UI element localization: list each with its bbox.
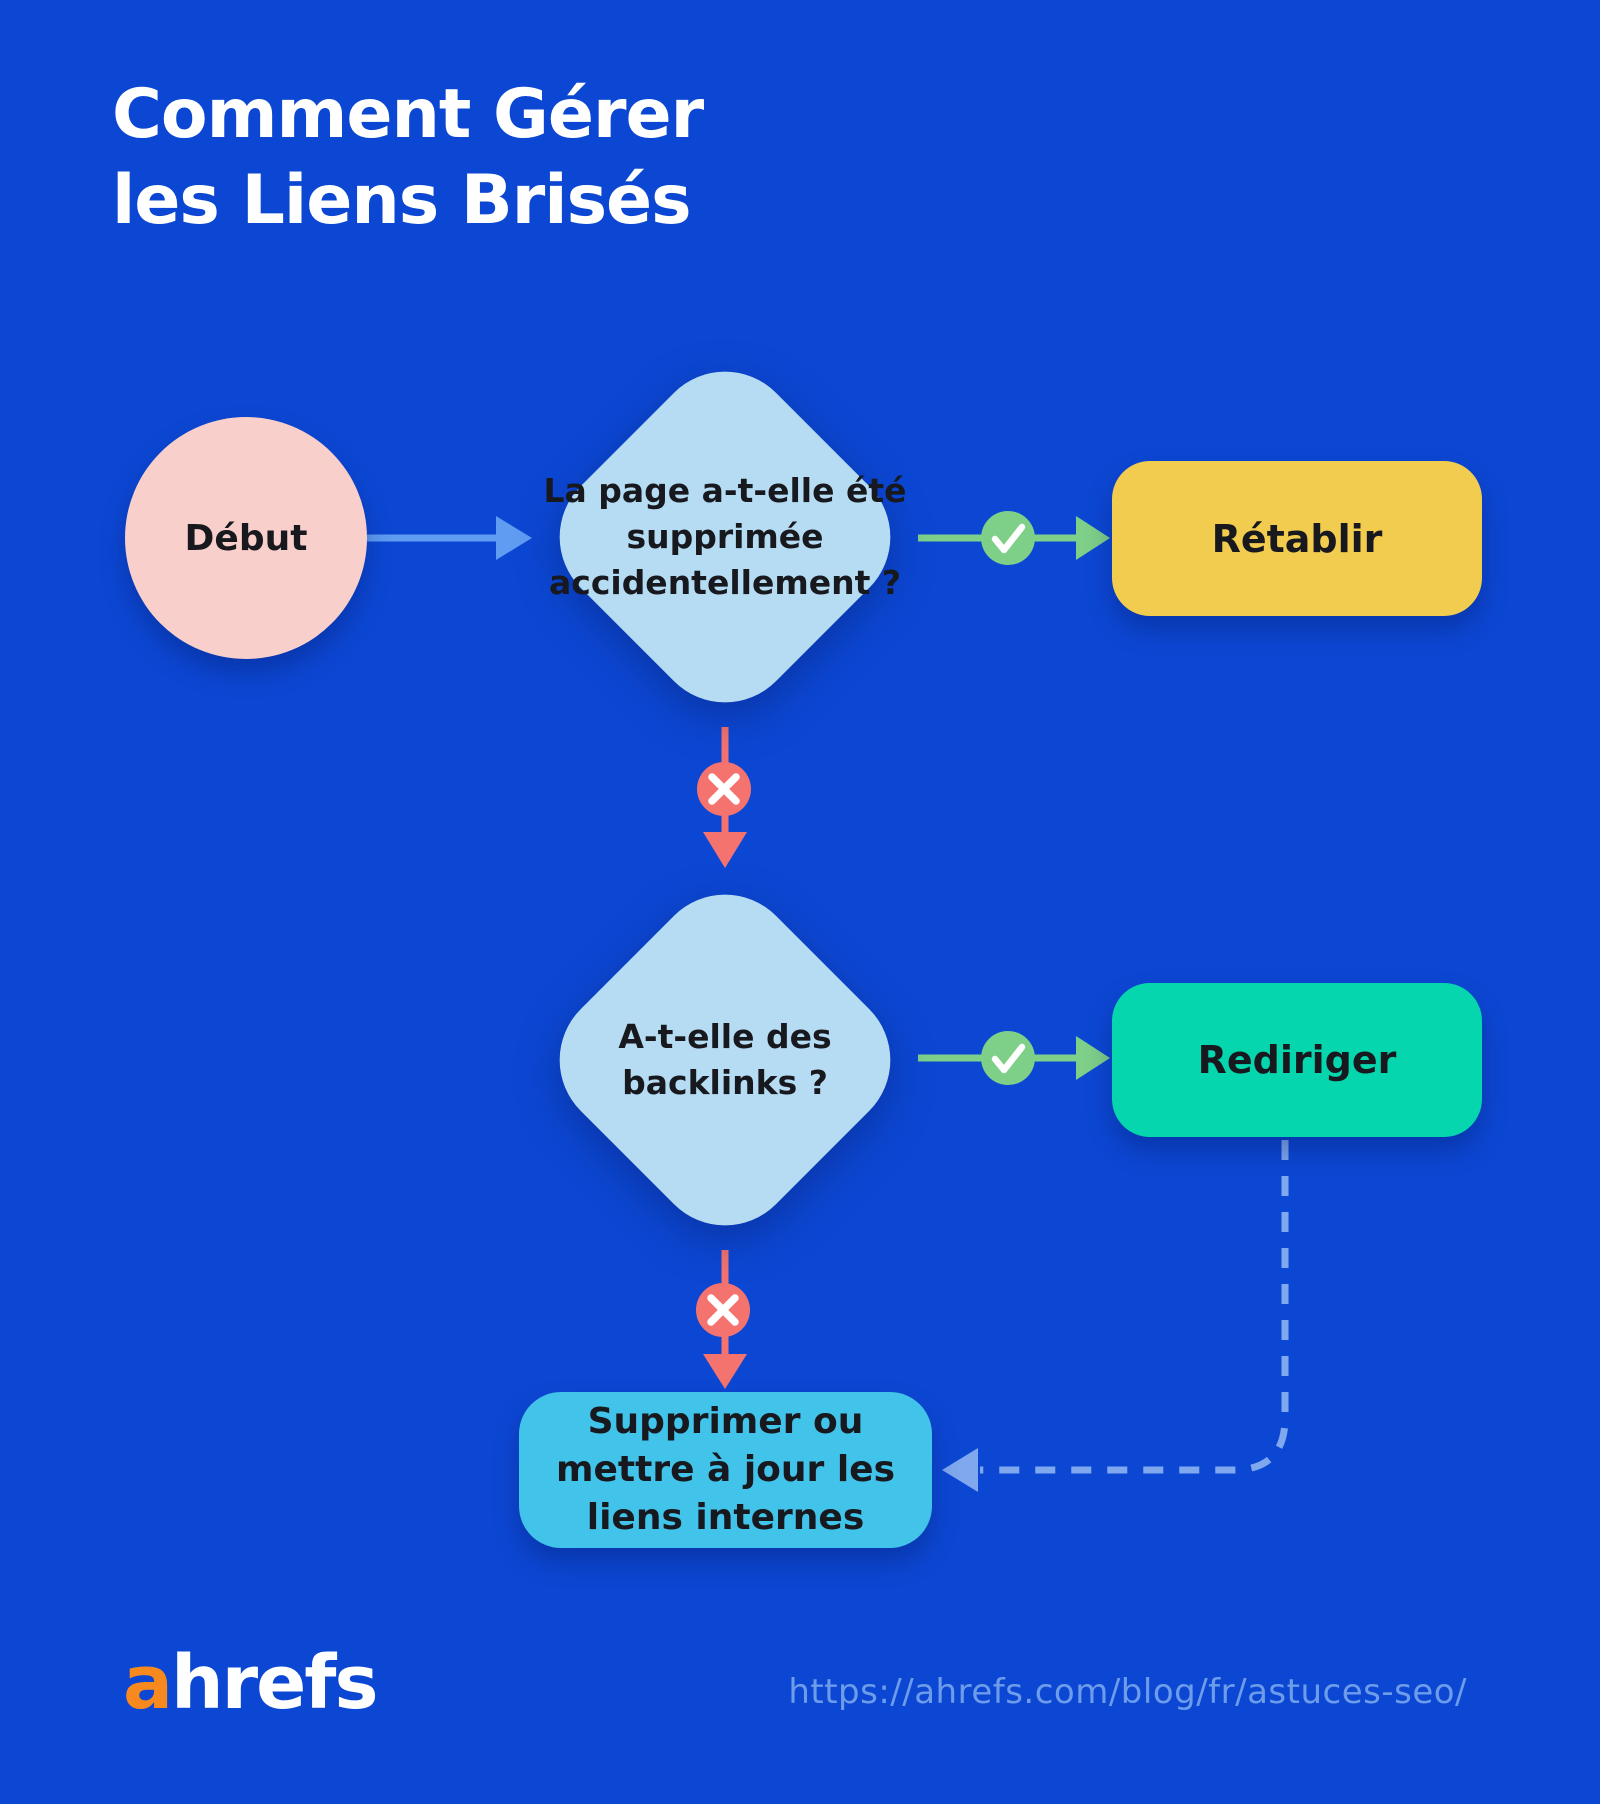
arrow-right-icon xyxy=(496,516,532,560)
decision-node-page-deleted-label: La page a-t-elle été supprimée accidente… xyxy=(515,468,935,606)
action-node-update-links: Supprimer ou mettre à jour les liens int… xyxy=(519,1392,932,1548)
action-node-redirect: Rediriger xyxy=(1112,983,1482,1137)
edge-start-to-q1 xyxy=(367,516,532,560)
check-icon xyxy=(981,1031,1035,1085)
ahrefs-logo-a: a xyxy=(123,1640,173,1726)
check-icon xyxy=(981,511,1035,565)
edge-q1-no-to-q2 xyxy=(697,727,751,868)
edge-q2-yes-to-redirect xyxy=(918,1031,1110,1085)
ahrefs-logo-rest: hrefs xyxy=(170,1640,379,1726)
page-title-line2: les Liens Brisés xyxy=(112,161,692,240)
page-title-line1: Comment Gérer xyxy=(112,75,704,154)
label-line: La page a-t-elle été xyxy=(543,471,907,510)
label-line: mettre à jour les xyxy=(555,1449,896,1490)
edge-q2-no-to-update xyxy=(696,1250,750,1389)
arrow-left-icon xyxy=(942,1448,978,1492)
decision-node-has-backlinks-label: A-t-elle des backlinks ? xyxy=(515,1014,935,1106)
ahrefs-logo: ahrefs xyxy=(123,1640,379,1726)
edge-redirect-to-update xyxy=(942,1140,1289,1492)
arrow-right-icon xyxy=(1076,1036,1110,1080)
arrow-right-icon xyxy=(1076,516,1110,560)
start-node-label: Début xyxy=(184,517,308,559)
action-node-redirect-label: Rediriger xyxy=(1197,1038,1397,1082)
label-line: A-t-elle des xyxy=(618,1017,832,1056)
label-line: liens internes xyxy=(586,1497,865,1538)
action-node-restore-label: Rétablir xyxy=(1211,516,1383,561)
label-line: supprimée xyxy=(626,517,824,556)
action-node-restore: Rétablir xyxy=(1112,461,1482,616)
arrow-down-icon xyxy=(703,1354,747,1389)
arrow-down-icon xyxy=(703,832,747,868)
page-title: Comment Gérer les Liens Brisés xyxy=(112,72,704,244)
edge-q1-yes-to-restore xyxy=(918,511,1110,565)
label-line: accidentellement ? xyxy=(548,563,902,602)
start-node: Début xyxy=(125,417,367,659)
label-line: Supprimer ou xyxy=(587,1401,864,1442)
source-url: https://ahrefs.com/blog/fr/astuces-seo/ xyxy=(788,1672,1467,1712)
action-node-update-links-label: Supprimer ou mettre à jour les liens int… xyxy=(556,1398,895,1542)
label-line: backlinks ? xyxy=(622,1063,828,1102)
